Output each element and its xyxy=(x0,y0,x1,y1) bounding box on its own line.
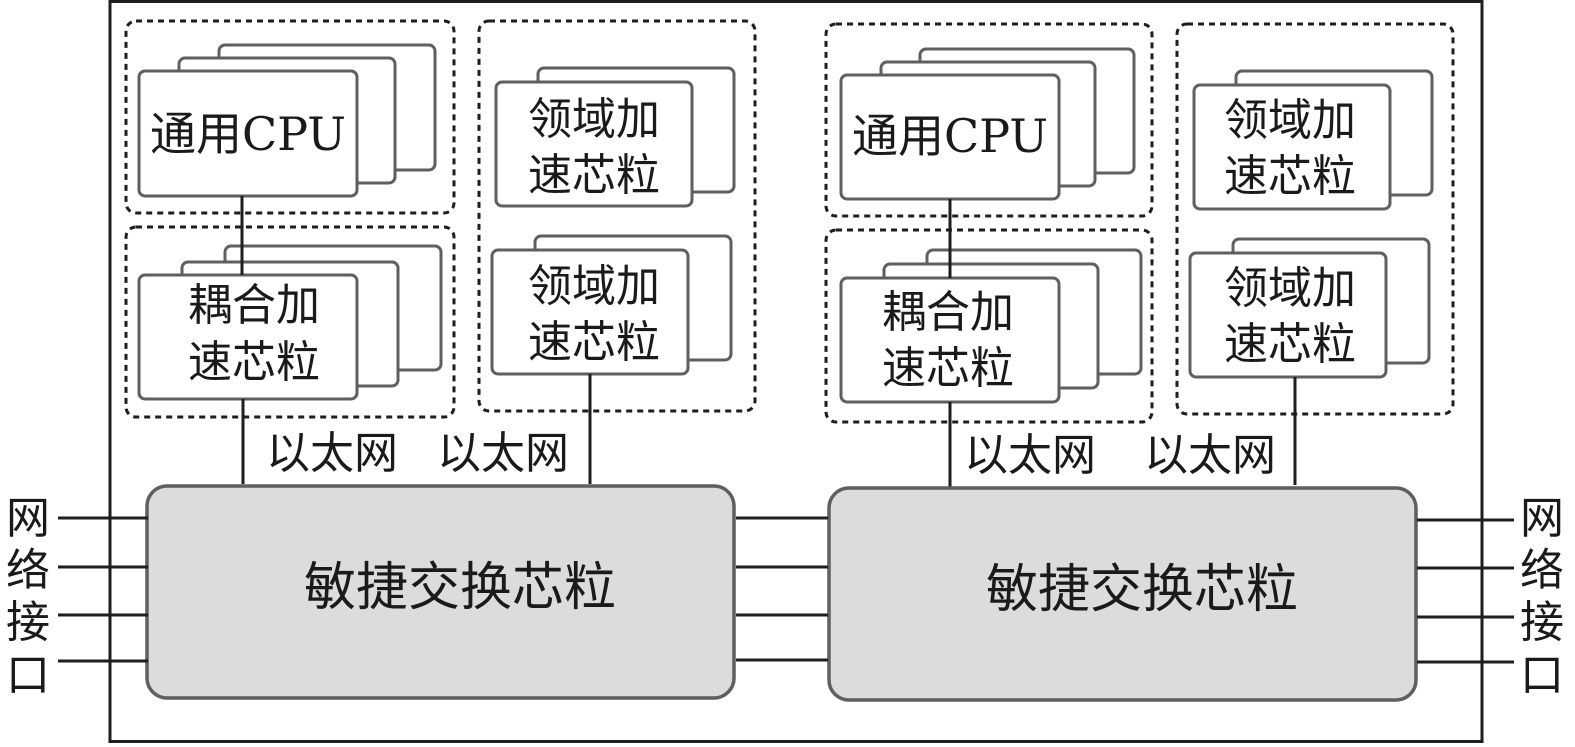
agile-switch-chiplet xyxy=(145,484,736,700)
cpu-label: 通用CPU xyxy=(852,109,1048,163)
network-interface-char: 网 xyxy=(6,493,50,544)
ethernet-label: 以太网 xyxy=(1144,430,1276,481)
domain-bottom-label-line2: 速芯粒 xyxy=(1224,319,1356,370)
domain-top-label-line2: 速芯粒 xyxy=(1224,151,1356,202)
domain-accel-group xyxy=(1175,22,1455,416)
network-interface-char: 网 xyxy=(1520,493,1564,544)
inter-switch-links xyxy=(736,516,828,662)
coupled-label-line2: 速芯粒 xyxy=(882,343,1014,394)
network-interface-char: 口 xyxy=(6,650,50,701)
ethernet-label: 以太网 xyxy=(437,428,569,479)
cpu-chip xyxy=(137,69,359,198)
network-interface-char: 接 xyxy=(1520,597,1564,648)
domain-bottom-label-line1: 领域加 xyxy=(1224,263,1356,314)
ethernet-label: 以太网 xyxy=(964,430,1096,481)
network-interface-char: 络 xyxy=(1520,545,1564,596)
domain-top-label-line1: 领域加 xyxy=(528,94,660,145)
domain-bottom-label-line2: 速芯粒 xyxy=(528,317,660,368)
domain-top-label-line1: 领域加 xyxy=(1224,95,1356,146)
network-interface-char: 口 xyxy=(1520,650,1564,701)
cpu-group xyxy=(824,22,1154,218)
agile-switch-chiplet xyxy=(827,486,1418,702)
node-left: 通用CPU 耦合加 速芯粒 领域加 速芯粒 领域加 速芯粒 以太网 以太网 敏捷… xyxy=(124,19,757,700)
network-interface-left: 网 络 接 口 xyxy=(6,493,148,701)
cpu-group xyxy=(124,19,456,215)
network-interface-char: 络 xyxy=(6,545,50,596)
network-interface-right: 网 络 接 口 xyxy=(1417,493,1564,701)
node-right: 通用CPU 耦合加 速芯粒 领域加 速芯粒 领域加 速芯粒 以太网 以太网 敏捷… xyxy=(824,22,1455,702)
domain-accel-group xyxy=(477,19,757,413)
domain-accel-chip-bottom xyxy=(1188,251,1388,379)
domain-top-label-line2: 速芯粒 xyxy=(528,150,660,201)
switch-label: 敏捷交换芯粒 xyxy=(304,558,616,618)
domain-accel-chip-top xyxy=(1192,83,1392,211)
coupled-label-line1: 耦合加 xyxy=(882,287,1014,338)
cpu-label: 通用CPU xyxy=(150,107,346,161)
domain-accel-chip-top xyxy=(494,80,694,208)
coupled-label-line2: 速芯粒 xyxy=(188,337,320,388)
coupled-accel-group xyxy=(124,225,456,419)
network-interface-char: 接 xyxy=(6,597,50,648)
coupled-accel-group xyxy=(824,228,1154,424)
coupled-label-line1: 耦合加 xyxy=(188,280,320,331)
coupled-accel-chip xyxy=(137,273,359,401)
switch-label: 敏捷交换芯粒 xyxy=(986,560,1298,620)
domain-bottom-label-line1: 领域加 xyxy=(528,261,660,312)
ethernet-label: 以太网 xyxy=(266,428,398,479)
